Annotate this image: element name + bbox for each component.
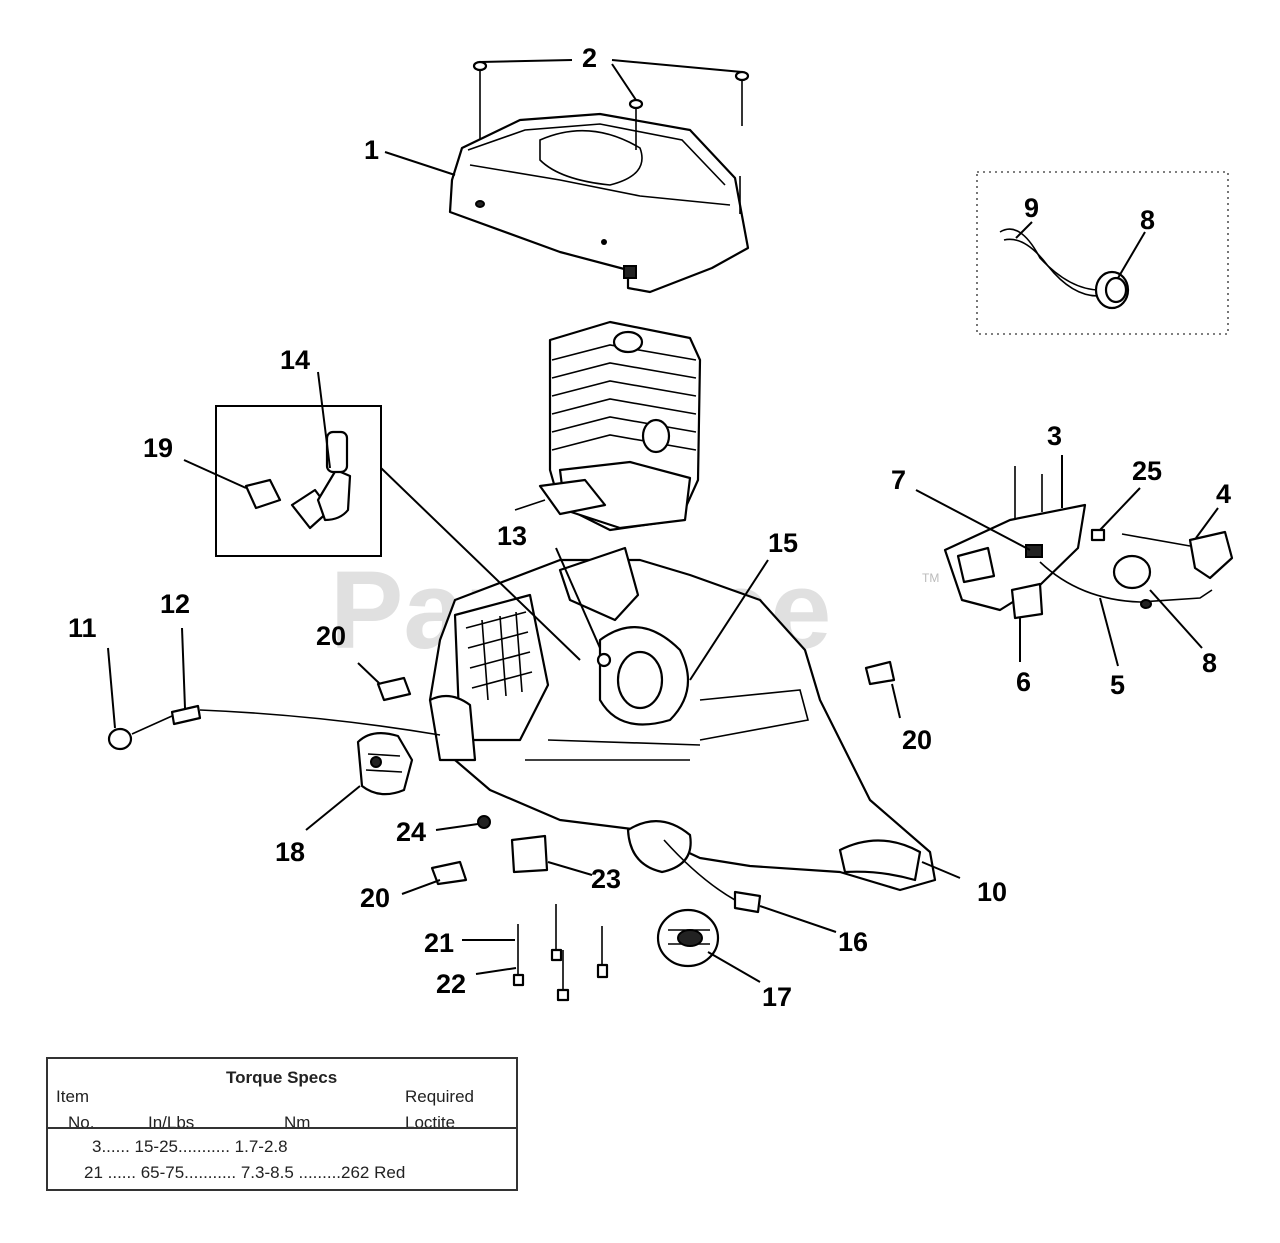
- callout-6: 6: [1016, 667, 1031, 697]
- torque-table-title: Torque Specs: [226, 1068, 338, 1087]
- callout-7: 7: [891, 465, 906, 495]
- callout-20-right: 20: [902, 725, 932, 755]
- callout-8-primer-inset: 8: [1140, 205, 1155, 235]
- torque-row-21: 21 ...... 65-75........... 7.3-8.5 .....…: [84, 1163, 406, 1182]
- callout-15: 15: [768, 528, 798, 558]
- callout-9: 9: [1024, 193, 1039, 223]
- header-nm: Nm: [284, 1113, 311, 1132]
- callout-21: 21: [424, 928, 454, 958]
- callout-18: 18: [275, 837, 305, 867]
- watermark-trademark: TM: [922, 571, 939, 585]
- callout-20-bottom: 20: [360, 883, 390, 913]
- callout-labels: 1 2 3 4 5 6 7 8 8 9 10 11 12 13 14 15 16…: [68, 43, 1231, 1012]
- fitting-inset-box: [215, 405, 581, 661]
- callout-19: 19: [143, 433, 173, 463]
- torque-specs-table: Torque Specs Item No. In/Lbs Nm Required…: [46, 1057, 518, 1191]
- callout-23: 23: [591, 864, 621, 894]
- switch-assembly-part: [943, 466, 1234, 620]
- fuel-line-part: [107, 704, 441, 751]
- callout-25: 25: [1132, 456, 1162, 486]
- torque-row-3: 3...... 15-25........... 1.7-2.8: [92, 1137, 288, 1156]
- callout-2: 2: [582, 43, 597, 73]
- header-item: Item: [56, 1087, 90, 1106]
- header-loctite: Loctite: [405, 1113, 456, 1132]
- callout-24: 24: [396, 817, 426, 847]
- callout-12: 12: [160, 589, 190, 619]
- primer-inset-box: [976, 171, 1229, 335]
- callout-4: 4: [1216, 479, 1231, 509]
- callout-22: 22: [436, 969, 466, 999]
- header-inlbs: In/Lbs: [148, 1113, 195, 1132]
- callout-13: 13: [497, 521, 527, 551]
- header-required: Required: [405, 1087, 474, 1106]
- callout-3: 3: [1047, 421, 1062, 451]
- mount-part-18: [356, 731, 414, 796]
- callout-11: 11: [68, 613, 97, 643]
- callout-16: 16: [838, 927, 868, 957]
- oil-cap-part: [656, 839, 762, 968]
- bolts-part: [477, 815, 609, 1002]
- top-cover-part: [448, 112, 750, 294]
- engine-cylinder-part: [514, 320, 702, 532]
- main-housing-part: [428, 546, 937, 892]
- header-divider: [48, 1127, 516, 1129]
- callout-17: 17: [762, 982, 792, 1012]
- gasket-pads-part: [376, 660, 896, 886]
- callout-1: 1: [364, 135, 379, 165]
- leader-lines: [107, 59, 1219, 983]
- callout-5: 5: [1110, 670, 1125, 700]
- callout-8-switch: 8: [1202, 648, 1217, 678]
- callout-10: 10: [977, 877, 1007, 907]
- callout-20-left: 20: [316, 621, 346, 651]
- callout-14: 14: [280, 345, 310, 375]
- header-item-no: No.: [68, 1113, 95, 1132]
